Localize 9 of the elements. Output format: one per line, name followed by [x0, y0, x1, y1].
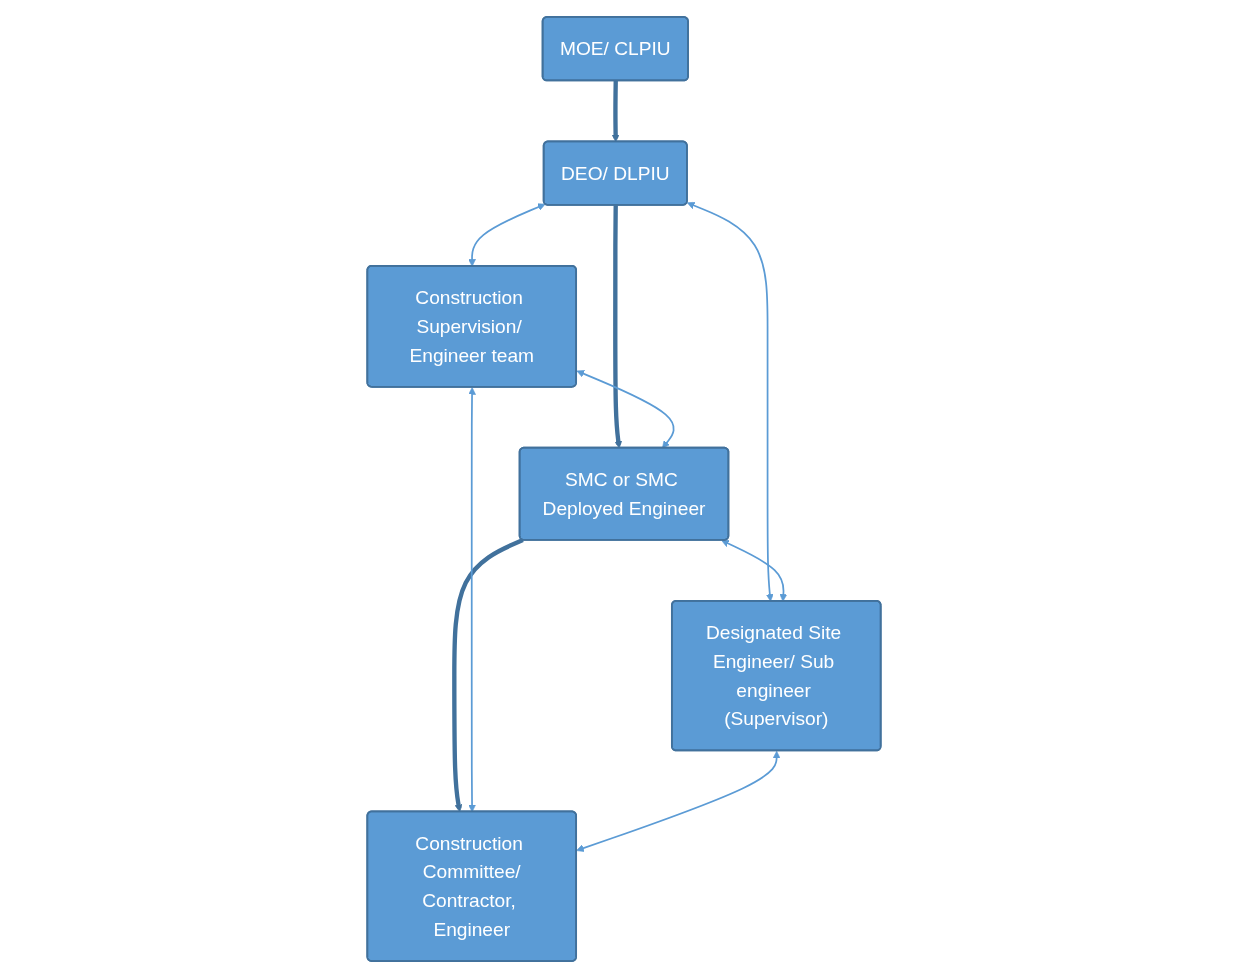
arrow [687, 201, 774, 602]
arrow [576, 750, 781, 852]
arrow [611, 80, 620, 143]
arrow [468, 203, 546, 267]
arrow [721, 539, 788, 602]
arrow [576, 370, 675, 449]
arrow [613, 205, 623, 449]
arrow [452, 538, 524, 813]
arrow [468, 387, 476, 813]
